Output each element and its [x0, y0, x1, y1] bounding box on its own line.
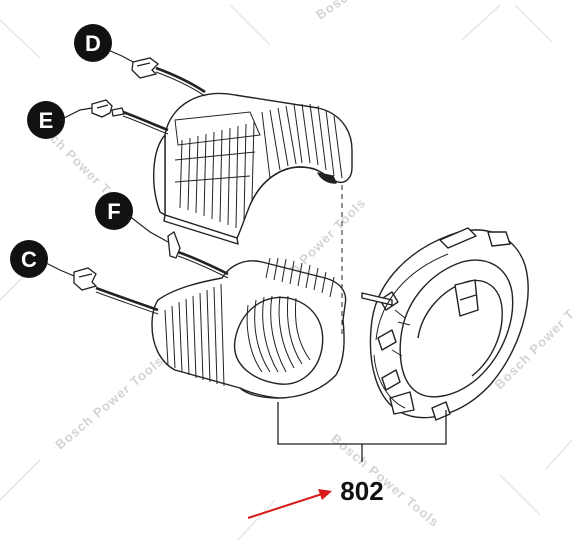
callout-d-label: D	[85, 31, 101, 56]
red-pointer-arrow	[247, 489, 332, 519]
callout-f-disc	[95, 192, 133, 230]
part-number-label: 802	[340, 476, 383, 506]
housing-rim-details	[373, 253, 449, 409]
callout-f-label: F	[107, 199, 120, 224]
watermark-text: Bosch Power Tools	[52, 353, 166, 452]
watermark-text: Bosch Power Tools	[313, 0, 434, 22]
callout-d: D	[74, 24, 112, 62]
callout-d-disc	[74, 24, 112, 62]
upper-coil-windings	[174, 103, 343, 229]
callout-e: E	[27, 101, 65, 139]
callout-e-label: E	[39, 108, 54, 133]
lower-field-coil	[151, 260, 347, 399]
callout-f: F	[95, 192, 133, 230]
lead-d	[131, 57, 206, 97]
callout-c: C	[10, 240, 48, 278]
lower-coil-windings	[164, 257, 335, 387]
lead-f	[167, 231, 229, 279]
watermark-lines	[0, 4, 572, 541]
callout-leaders	[43, 49, 169, 277]
motor-housing-ring	[361, 227, 529, 421]
callout-c-label: C	[21, 247, 37, 272]
callout-c-disc	[10, 240, 48, 278]
callout-e-disc	[27, 101, 65, 139]
lead-e	[91, 99, 169, 135]
lead-c	[73, 267, 159, 315]
